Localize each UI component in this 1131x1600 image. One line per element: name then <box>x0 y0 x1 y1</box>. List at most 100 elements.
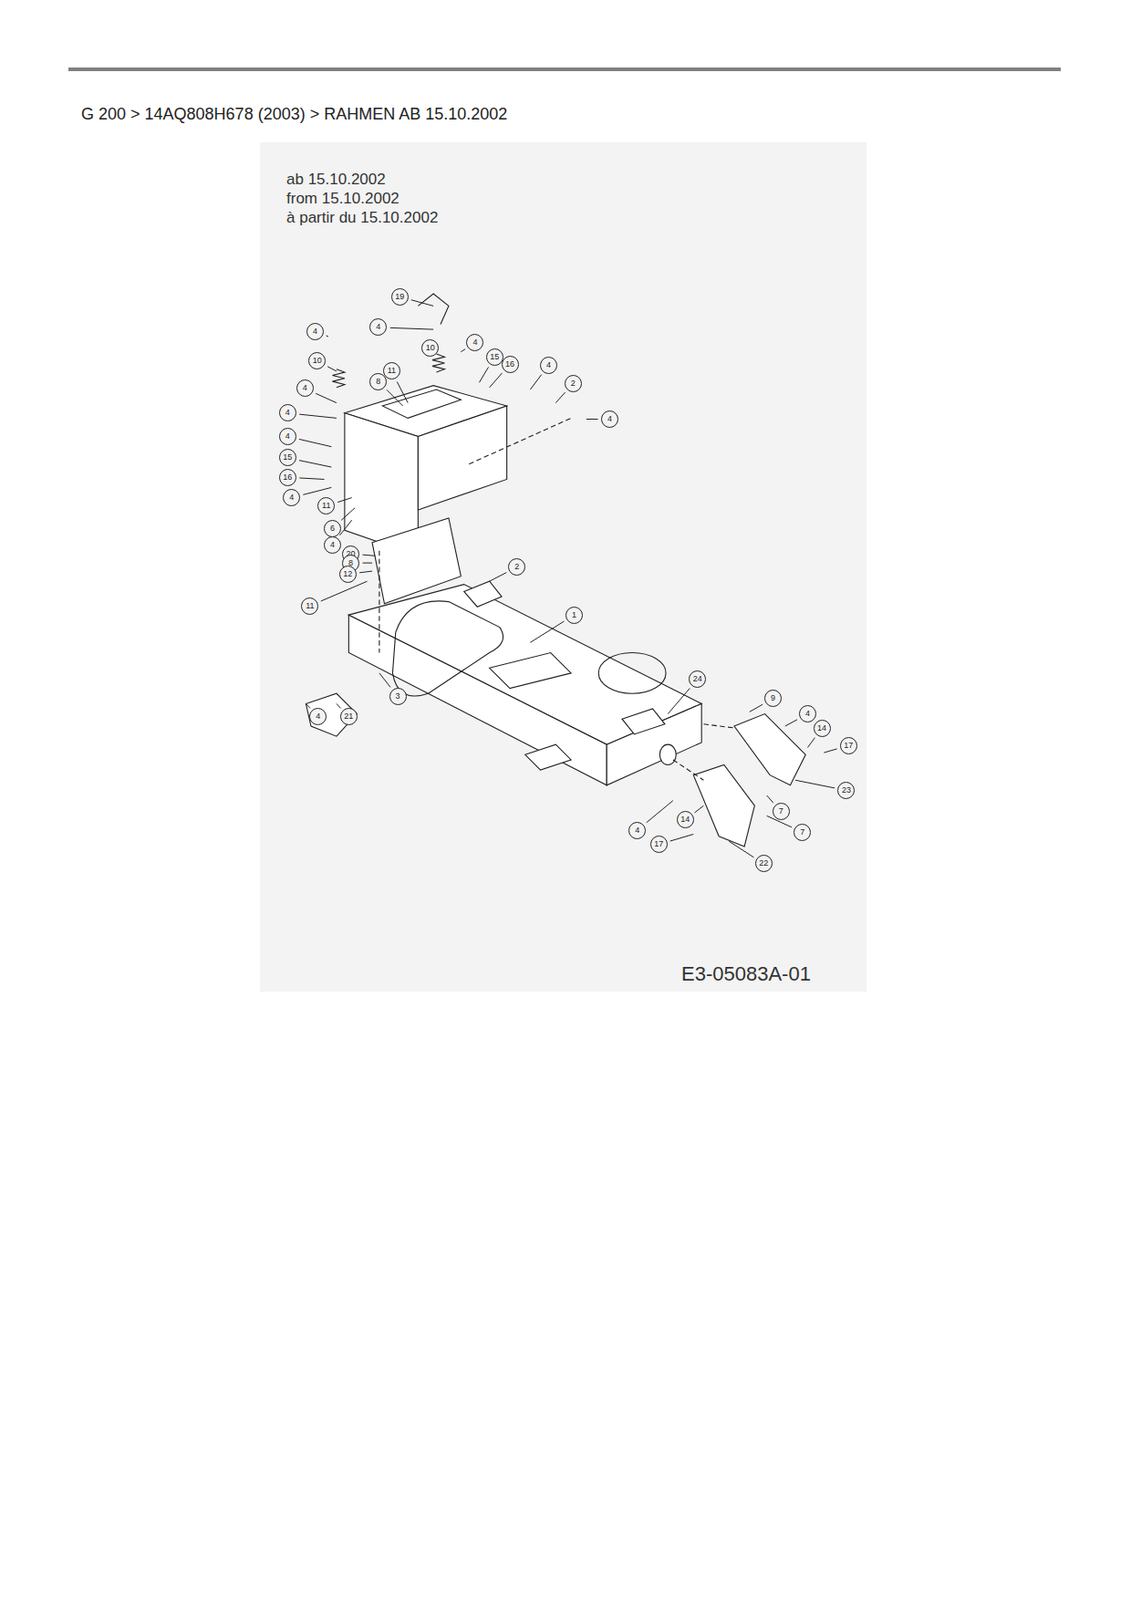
callout-number: 1 <box>565 606 583 624</box>
assembly-line <box>703 724 737 728</box>
callout-number: 4 <box>309 707 327 726</box>
assembly-line <box>468 417 571 464</box>
leader-line <box>390 327 434 330</box>
bracket <box>464 581 502 607</box>
leader-line <box>667 687 690 714</box>
leader-line <box>785 719 798 727</box>
leader-line <box>478 366 488 383</box>
leader-line <box>695 805 705 813</box>
callout-number: 15 <box>279 448 297 467</box>
leader-line <box>529 374 541 390</box>
callout-number: 4 <box>296 379 314 397</box>
spring <box>432 353 445 373</box>
callout-number: 4 <box>369 318 387 336</box>
callout-number: 4 <box>601 410 619 428</box>
frame-side <box>348 614 607 786</box>
callout-number: 4 <box>466 333 484 352</box>
leader-line <box>767 795 774 803</box>
leader-line <box>305 703 311 708</box>
assembly-line <box>379 417 737 780</box>
callout-number: 11 <box>300 597 319 615</box>
leader-line <box>460 349 466 353</box>
leader-line <box>489 572 508 582</box>
leader-line <box>646 800 674 823</box>
leader-line <box>728 840 754 858</box>
leader-line <box>795 779 835 789</box>
frame-drawing <box>305 293 806 847</box>
leader-line <box>670 834 695 842</box>
frame-cutout <box>489 653 571 689</box>
leader-line <box>529 621 564 643</box>
box-side <box>417 405 507 510</box>
leader-line <box>299 477 324 480</box>
leader-line <box>340 519 353 536</box>
leader-line <box>396 382 408 404</box>
leader-line <box>337 498 353 503</box>
callout-number: 23 <box>837 781 855 799</box>
assembly-line <box>378 550 380 654</box>
callout-number: 16 <box>501 355 519 374</box>
callout-number: 7 <box>772 802 790 820</box>
callout-number: 6 <box>323 519 342 538</box>
callout-number: 15 <box>486 348 504 366</box>
callout-number: 17 <box>840 736 858 755</box>
callout-number: 4 <box>282 488 301 507</box>
callout-number: 11 <box>317 497 335 515</box>
leader-line <box>749 704 763 712</box>
drawing-panel <box>259 142 867 992</box>
callout-number: 4 <box>323 536 342 554</box>
callout-number: 14 <box>813 719 831 737</box>
bracket <box>734 714 806 786</box>
leader-line <box>379 673 391 687</box>
leader-line <box>299 414 337 418</box>
callout-number: 8 <box>369 373 387 391</box>
callout-number: 21 <box>340 707 358 726</box>
callout-number: 4 <box>279 404 297 422</box>
callout-number: 4 <box>306 322 324 341</box>
leader-line <box>327 366 337 372</box>
callout-number: 19 <box>391 288 409 306</box>
leader-line <box>302 487 332 495</box>
callout-number: 4 <box>798 705 817 723</box>
leader-line <box>586 418 599 420</box>
leader-line <box>336 703 342 708</box>
callout-number: 4 <box>628 821 646 840</box>
frame-hole <box>598 653 666 695</box>
frame-end <box>606 703 702 785</box>
leader-line <box>411 300 434 307</box>
date-note: from 15.10.2002 <box>286 188 400 208</box>
box-opening <box>382 389 461 418</box>
leader-line <box>299 460 332 467</box>
callout-number: 4 <box>279 427 297 446</box>
callout-number: 10 <box>308 352 326 370</box>
leader-line <box>315 393 337 403</box>
date-note: ab 15.10.2002 <box>286 169 386 189</box>
bracket <box>693 765 755 847</box>
assembly-line <box>673 759 705 780</box>
bracket <box>305 693 357 737</box>
callout-number: 10 <box>421 339 439 357</box>
leader-line <box>299 438 332 447</box>
callout-number: 22 <box>755 854 773 872</box>
leader-line <box>823 748 837 753</box>
leader-line <box>341 508 355 521</box>
tank-outline <box>392 601 503 696</box>
callout-number: 24 <box>688 670 706 688</box>
callout-number: 7 <box>793 823 811 841</box>
leader-line <box>363 562 373 564</box>
leader-line <box>489 373 503 388</box>
footrest <box>525 744 571 770</box>
callout-number: 4 <box>539 356 558 374</box>
callout-number: 17 <box>650 835 668 853</box>
leader-line <box>326 335 329 338</box>
leader-line <box>363 554 376 556</box>
drawing-code: E3-05083A-01 <box>681 962 811 986</box>
header-rule <box>68 67 1061 72</box>
callout-number: 2 <box>508 558 526 576</box>
wire-hook <box>417 293 449 325</box>
callout-number: 3 <box>389 687 407 706</box>
callout-number: 14 <box>676 810 695 829</box>
spring <box>332 369 344 388</box>
